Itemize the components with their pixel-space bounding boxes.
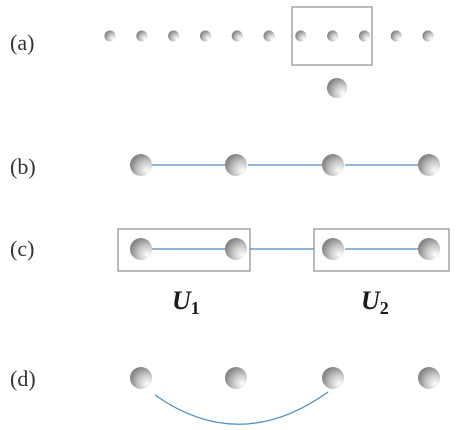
panel-b-site <box>225 154 247 176</box>
panel-a-chain <box>104 30 434 42</box>
panel-a-site <box>168 30 180 42</box>
operator-u2-symbol: U <box>361 286 381 315</box>
panel-c-site <box>130 238 152 260</box>
panel-c-sites <box>130 238 440 260</box>
panel-c-box-u2 <box>313 228 450 272</box>
panel-d-site <box>418 367 440 389</box>
panel-c-site <box>225 238 247 260</box>
panel-a-site <box>390 30 402 42</box>
panel-a-site <box>295 30 307 42</box>
operator-label-u2: U2 <box>361 286 389 318</box>
panel-c-site <box>418 238 440 260</box>
panel-a-site <box>136 30 148 42</box>
panel-d-sites <box>130 367 440 389</box>
panel-b-site <box>418 154 440 176</box>
panel-d-site <box>130 367 152 389</box>
panel-label-c: (c) <box>10 236 34 261</box>
panel-d-site <box>322 367 344 389</box>
panel-label-b: (b) <box>10 154 36 179</box>
panel-a-site <box>231 30 243 42</box>
panel-a-site <box>327 30 339 42</box>
panel-d-long-range-bond <box>154 391 329 425</box>
panel-a-site <box>422 30 434 42</box>
panel-label-d: (d) <box>10 366 36 391</box>
panel-c-box-u1 <box>117 228 251 272</box>
operator-u2-subscript: 2 <box>380 298 389 318</box>
panel-d-site <box>225 367 247 389</box>
operator-label-u1: U1 <box>172 286 200 318</box>
panel-label-a: (a) <box>10 30 34 55</box>
panel-a-site <box>263 30 275 42</box>
panel-b-site <box>130 154 152 176</box>
operator-u1-subscript: 1 <box>191 298 200 318</box>
panel-a-window-box <box>291 6 373 66</box>
panel-b-sites <box>130 154 440 176</box>
panel-a-site <box>358 30 370 42</box>
panel-b-site <box>322 154 344 176</box>
panel-a-site <box>104 30 116 42</box>
panel-a-site <box>199 30 211 42</box>
panel-a-single-site <box>327 78 347 98</box>
operator-u1-symbol: U <box>172 286 192 315</box>
panel-c-site <box>322 238 344 260</box>
